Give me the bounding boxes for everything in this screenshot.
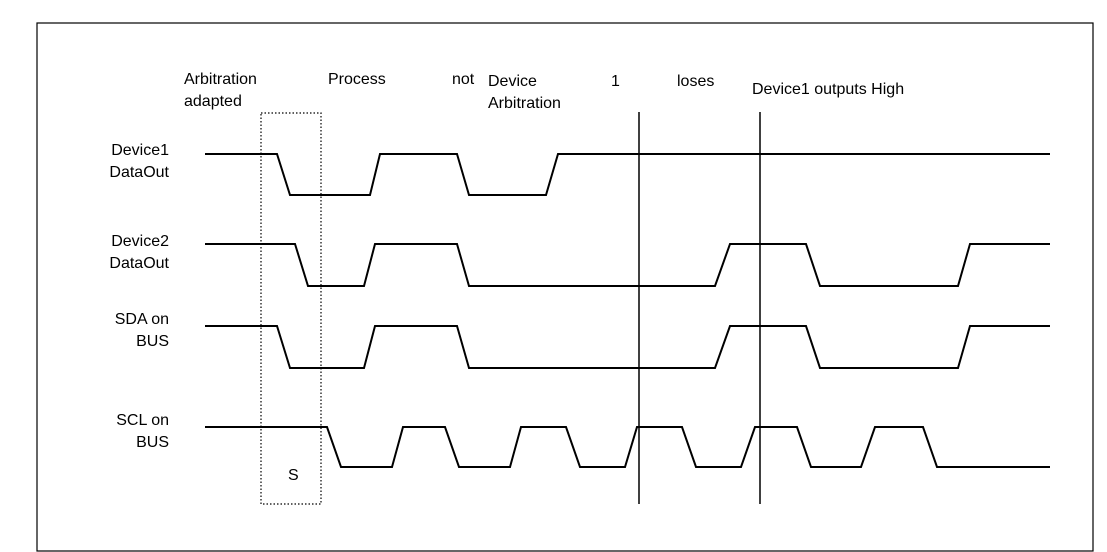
device2-dataout-waveform: [205, 243, 1050, 287]
signal-label-device2-line2: DataOut: [109, 255, 169, 272]
scl-bus-waveform: [205, 426, 1050, 468]
device1-dataout-waveform: [205, 153, 1050, 196]
signal-label-scl-line1: SCL on: [116, 412, 169, 429]
annotation-loses: loses: [677, 73, 714, 90]
signal-label-device1-line1: Device1: [111, 142, 169, 159]
signal-label-sda-line2: BUS: [136, 333, 169, 350]
signal-label-device1-line2: DataOut: [109, 164, 169, 181]
diagram-frame: [36, 22, 1094, 552]
sda-bus-waveform: [205, 325, 1050, 369]
annotation-device: Device: [488, 73, 537, 90]
annotation-arbitration-2: Arbitration: [488, 95, 561, 112]
annotation-process: Process: [328, 71, 386, 88]
annotation-one: 1: [611, 73, 620, 90]
start-condition-box: [260, 112, 322, 505]
start-condition-label: S: [288, 467, 299, 484]
annotation-device1-outputs-high: Device1 outputs High: [752, 81, 904, 98]
annotation-not: not: [452, 71, 475, 88]
signal-label-sda-line1: SDA on: [115, 311, 169, 328]
annotation-arbitration: Arbitration: [184, 71, 257, 88]
signal-label-scl-line2: BUS: [136, 434, 169, 451]
annotation-adapted: adapted: [184, 93, 242, 110]
signal-label-device2-line1: Device2: [111, 233, 169, 250]
